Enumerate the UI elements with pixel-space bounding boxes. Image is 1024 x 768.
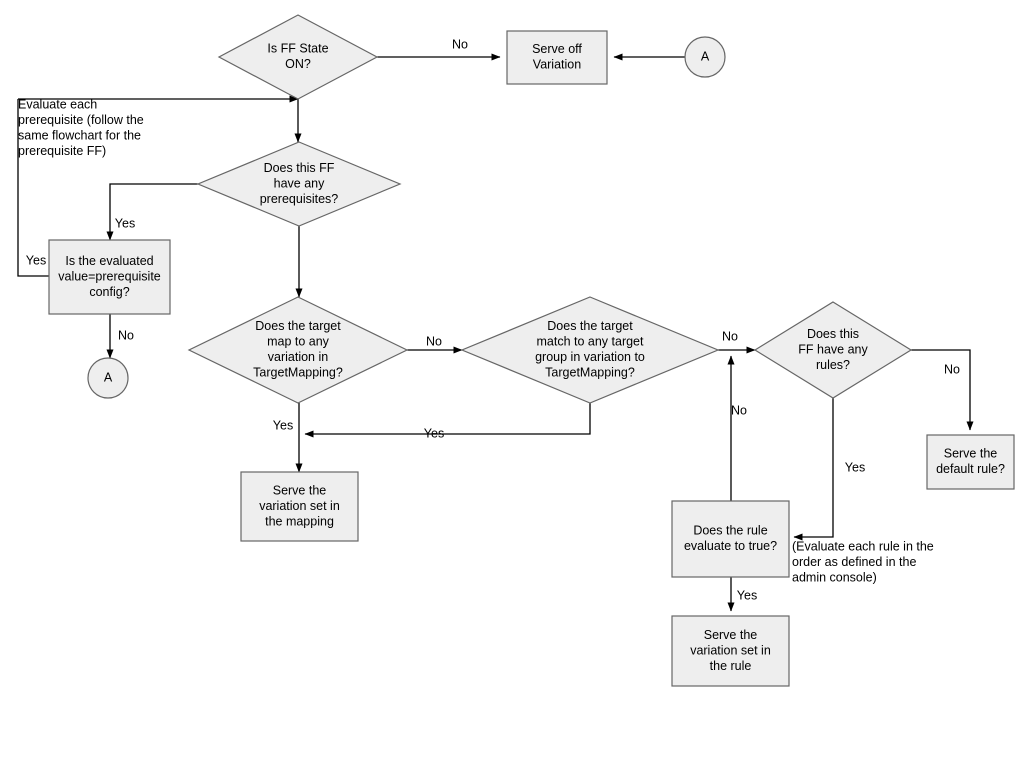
note-line: (Evaluate each rule in the xyxy=(792,539,934,553)
text-line: Does the target xyxy=(547,319,633,333)
note-line: prerequisite (follow the xyxy=(18,113,144,127)
text-line: Is FF State xyxy=(267,42,328,56)
label-evaluated-no: No xyxy=(118,328,134,342)
decision-diamond xyxy=(753,301,913,399)
text-line: Variation xyxy=(533,58,581,72)
decision-diamond xyxy=(187,296,409,404)
text-line: variation in xyxy=(268,350,328,364)
text-line: value=prerequisite xyxy=(58,269,161,283)
text-line: rules? xyxy=(816,358,850,372)
label-rules-no: No xyxy=(944,362,960,376)
text-line: Does the rule xyxy=(693,524,767,538)
process-box xyxy=(671,500,790,578)
text-line: config? xyxy=(89,285,129,299)
connector-circle xyxy=(684,36,726,78)
text-line: prerequisites? xyxy=(260,192,339,206)
note-line: admin console) xyxy=(792,570,877,584)
label-rule-true-yes: Yes xyxy=(737,588,757,602)
edge-rules-yes-to-ruleeval xyxy=(793,398,834,541)
label-ff-state-no: No xyxy=(452,37,468,51)
label-targetmap-yes: Yes xyxy=(273,418,293,432)
decision-diamond xyxy=(460,296,720,404)
text-line: TargetMapping? xyxy=(253,366,343,380)
text-line: default rule? xyxy=(936,462,1005,476)
process-box xyxy=(671,615,790,687)
note-line: Evaluate each xyxy=(18,97,97,111)
process-box xyxy=(48,239,171,315)
edge-evaluated-yes-up xyxy=(17,99,49,277)
label-targetmap-no: No xyxy=(426,334,442,348)
text-line: have any xyxy=(274,176,325,190)
label-targetgroup-no: No xyxy=(722,329,738,343)
process-box xyxy=(926,434,1015,490)
note-rule-order: (Evaluate each rule in the order as defin… xyxy=(792,539,934,584)
process-box xyxy=(240,471,359,542)
text-line: Serve the xyxy=(704,628,758,642)
label-prereq-yes: Yes xyxy=(115,216,135,230)
text-line: Serve the xyxy=(273,483,327,497)
text-line: ON? xyxy=(285,57,311,71)
label-rules-yes: Yes xyxy=(845,460,865,474)
label-targetgroup-yes: Yes xyxy=(424,426,444,440)
connector-circle xyxy=(87,357,129,399)
text-line: TargetMapping? xyxy=(545,366,635,380)
node-connector-a-bottom[interactable]: A xyxy=(87,357,129,399)
text-line: match to any target xyxy=(536,335,644,349)
note-prerequisite: Evaluate each prerequisite (follow thesam… xyxy=(18,97,144,158)
note-line: prerequisite FF) xyxy=(18,144,106,158)
text-line: FF have any xyxy=(798,342,868,356)
note-line: same flowchart for the xyxy=(18,128,141,142)
edge-targetgroup-yes-left xyxy=(304,403,591,438)
text-line: map to any xyxy=(267,335,330,349)
text-line: A xyxy=(104,370,113,384)
decision-diamond xyxy=(217,14,379,100)
text-line: the rule xyxy=(710,659,752,673)
edge-prereq-yes-to-evaluated xyxy=(106,183,198,241)
text-line: variation set in xyxy=(690,643,771,657)
text-line: Is the evaluated xyxy=(65,254,153,268)
note-line: order as defined in the xyxy=(792,555,916,569)
text-line: Serve off xyxy=(532,42,582,56)
text-line: Does the target xyxy=(255,319,341,333)
text-line: A xyxy=(701,49,710,63)
edges-layer xyxy=(17,53,974,612)
node-connector-a-top[interactable]: A xyxy=(684,36,726,78)
process-box xyxy=(506,30,608,85)
edge-rules-no-to-default xyxy=(911,349,974,431)
label-rules-loop-no: No xyxy=(731,403,747,417)
node-target-match-group[interactable]: Does the target match to any targetgroup … xyxy=(460,296,720,404)
text-line: variation set in xyxy=(259,499,340,513)
decision-diamond xyxy=(196,141,402,227)
text-line: group in variation to xyxy=(535,350,645,364)
text-line: Does this FF xyxy=(264,161,335,175)
label-evaluated-yes: Yes xyxy=(26,253,46,267)
notes-layer: Evaluate each prerequisite (follow thesam… xyxy=(18,97,934,584)
text-line: the mapping xyxy=(265,514,334,528)
text-line: Does this xyxy=(807,327,859,341)
text-line: Serve the xyxy=(944,447,998,461)
text-line: evaluate to true? xyxy=(684,539,777,553)
